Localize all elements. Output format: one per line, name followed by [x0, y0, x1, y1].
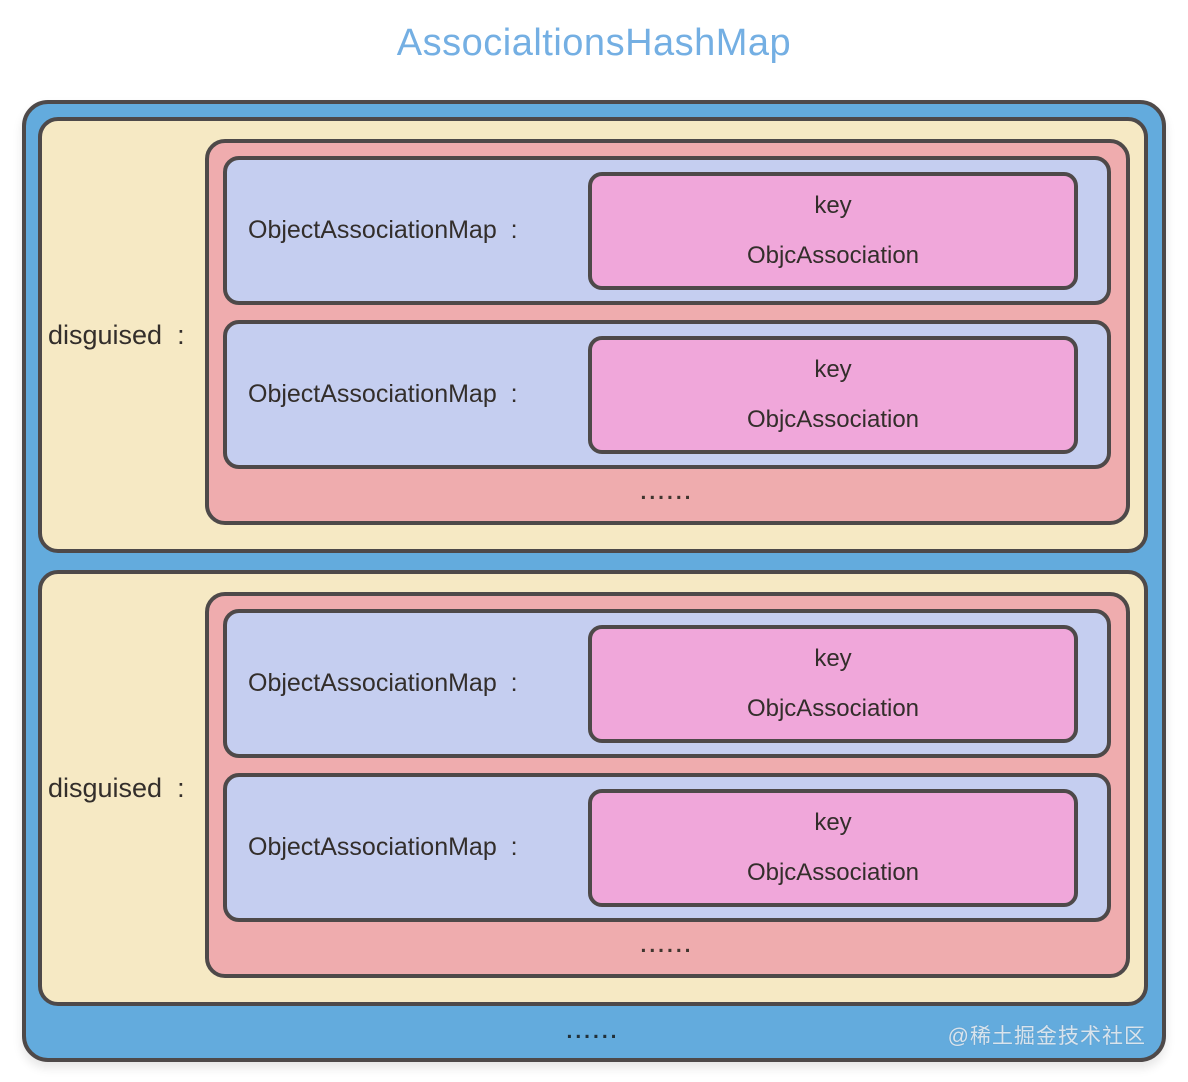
- object-association-map-label: ObjectAssociationMap :: [248, 669, 518, 697]
- diagram-title: AssocialtionsHashMap: [396, 22, 792, 64]
- disguised-label: disguised :: [48, 772, 185, 803]
- watermark: @稀土掘金技术社区: [947, 1025, 1146, 1048]
- objc-association-label: ObjcAssociation: [746, 694, 920, 722]
- object-association-map-label: ObjectAssociationMap :: [248, 216, 518, 244]
- associations-hashmap-container: disguised : ObjectAssociationMap : key O…: [22, 100, 1166, 1062]
- object-association-map-container: ObjectAssociationMap : key ObjcAssociati…: [205, 592, 1130, 978]
- objc-association-label: ObjcAssociation: [746, 405, 920, 433]
- object-association-map-label: ObjectAssociationMap :: [248, 833, 518, 861]
- key-association-box: key ObjcAssociation: [588, 335, 1078, 454]
- map-ellipsis: ......: [640, 934, 694, 957]
- map-entry-row: ObjectAssociationMap : key ObjcAssociati…: [223, 320, 1111, 469]
- key-label: key: [814, 644, 852, 672]
- disguised-label: disguised :: [48, 319, 185, 350]
- key-label: key: [814, 191, 852, 219]
- outer-ellipsis: ......: [566, 1020, 620, 1043]
- key-association-box: key ObjcAssociation: [588, 171, 1078, 290]
- map-entry-row: ObjectAssociationMap : key ObjcAssociati…: [223, 773, 1111, 922]
- map-ellipsis: ......: [640, 481, 694, 504]
- object-association-map-label: ObjectAssociationMap :: [248, 380, 518, 408]
- key-association-box: key ObjcAssociation: [588, 624, 1078, 743]
- key-label: key: [814, 808, 852, 836]
- map-entry-row: ObjectAssociationMap : key ObjcAssociati…: [223, 609, 1111, 758]
- object-association-map-container: ObjectAssociationMap : key ObjcAssociati…: [205, 139, 1130, 525]
- map-entry-row: ObjectAssociationMap : key ObjcAssociati…: [223, 156, 1111, 305]
- key-association-box: key ObjcAssociation: [588, 788, 1078, 907]
- disguised-section: disguised : ObjectAssociationMap : key O…: [38, 570, 1148, 1006]
- key-label: key: [814, 355, 852, 383]
- objc-association-label: ObjcAssociation: [746, 858, 920, 886]
- disguised-section: disguised : ObjectAssociationMap : key O…: [38, 117, 1148, 553]
- objc-association-label: ObjcAssociation: [746, 241, 920, 269]
